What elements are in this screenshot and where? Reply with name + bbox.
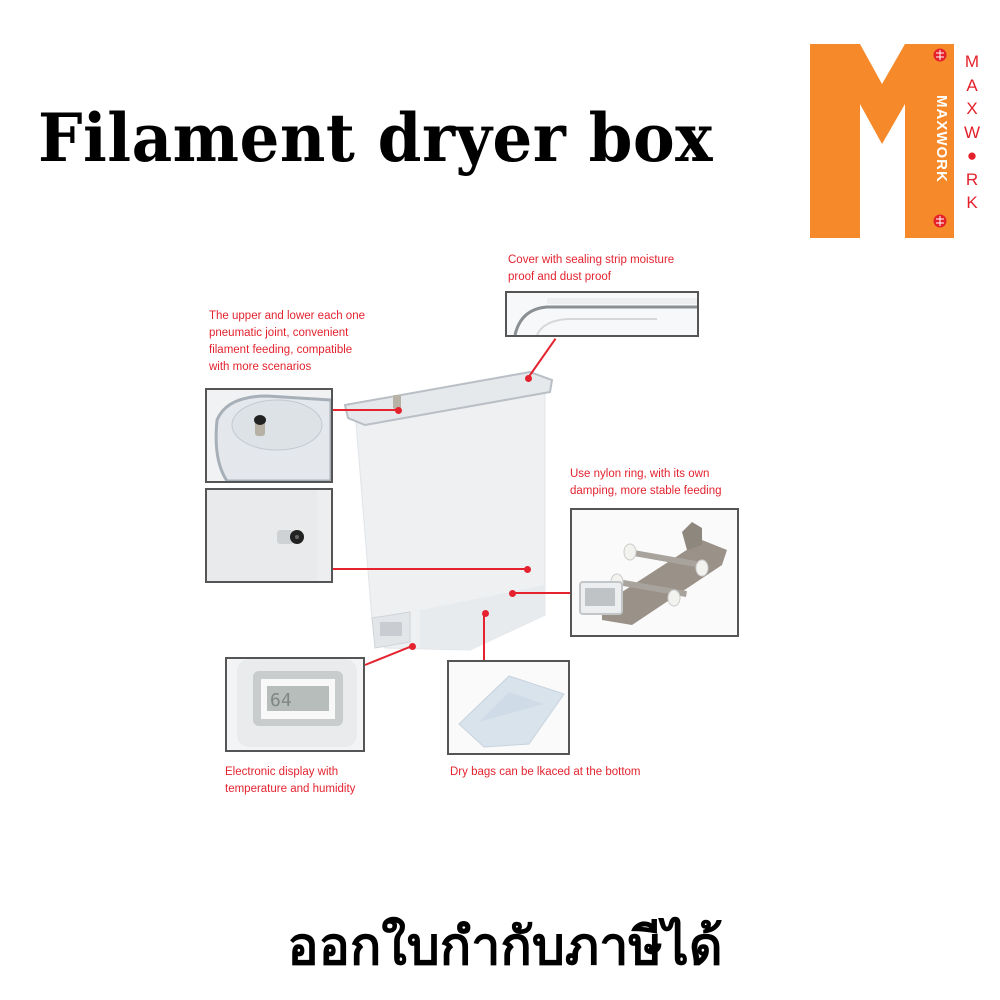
display-reading: 64 xyxy=(270,690,292,711)
chinese-emblem-icon xyxy=(933,214,947,228)
drybag-callout-label: Dry bags can be lkaced at the bottom xyxy=(450,764,750,781)
nylon-ring-inset xyxy=(570,508,739,637)
callout-dot xyxy=(508,589,516,597)
cover-callout-label: Cover with sealing strip moisture proof … xyxy=(508,252,768,286)
logo-letter: W xyxy=(963,122,981,142)
cover-seal-inset xyxy=(505,291,699,337)
display-inset: 64 xyxy=(225,657,365,752)
sealing-strip-icon xyxy=(513,298,697,335)
logo-vertical-text: MAXWORK xyxy=(933,95,950,183)
label-line: filament feeding, compatible xyxy=(209,344,353,356)
callout-dot xyxy=(394,406,402,414)
bottom-joint-inset xyxy=(205,488,333,583)
logo-letter: M xyxy=(964,52,980,71)
label-line: Use nylon ring, with its own xyxy=(570,468,710,480)
label-line: The upper and lower each one xyxy=(209,310,365,322)
top-joint-inset xyxy=(205,388,333,483)
logo-letter-column: M A X W ● R K xyxy=(961,50,983,215)
callout-dot xyxy=(481,609,489,617)
leader-line-bottom-joint xyxy=(333,568,527,570)
label-line: Cover with sealing strip moisture xyxy=(508,254,675,266)
maxwork-logo: MAXWORK M A X W ● R K xyxy=(810,44,1000,239)
callout-dot xyxy=(524,374,532,382)
label-line: Dry bags can be lkaced at the bottom xyxy=(450,766,641,778)
desiccant-bag-icon xyxy=(458,675,565,748)
label-line: proof and dust proof xyxy=(508,271,611,283)
tax-invoice-note: ออกใบกำกับภาษีได้ xyxy=(287,916,723,977)
page-title: Filament dryer box xyxy=(38,99,714,177)
logo-emblem: ● xyxy=(966,146,978,165)
chinese-emblem-icon xyxy=(933,48,947,62)
leader-line-drybag xyxy=(483,614,485,661)
logo-letter: X xyxy=(966,99,978,118)
logo-letter: R xyxy=(965,169,979,189)
logo-letter: K xyxy=(966,193,978,212)
top-pneumatic-joint-icon xyxy=(214,394,331,481)
leader-line-nylon xyxy=(512,592,570,594)
drybag-inset xyxy=(447,660,570,755)
m-logo-mark-icon xyxy=(810,44,954,238)
label-line: temperature and humidity xyxy=(225,783,356,795)
bottom-pneumatic-joint-icon xyxy=(207,490,317,581)
nylon-roller-bracket-icon xyxy=(579,522,727,625)
nylon-callout-label: Use nylon ring, with its own damping, mo… xyxy=(570,466,790,500)
label-line: with more scenarios xyxy=(209,361,312,373)
display-callout-label: Electronic display with temperature and … xyxy=(225,764,445,798)
joint-callout-label: The upper and lower each one pneumatic j… xyxy=(209,308,429,376)
label-line: damping, more stable feeding xyxy=(570,485,722,497)
label-line: Electronic display with xyxy=(225,766,339,778)
callout-dot xyxy=(523,565,531,573)
label-line: pneumatic joint, convenient xyxy=(209,327,349,339)
logo-letter: A xyxy=(966,75,978,95)
callout-dot xyxy=(408,642,416,650)
leader-line-top-joint xyxy=(333,409,398,411)
hygrometer-display-icon: 64 xyxy=(237,659,357,747)
